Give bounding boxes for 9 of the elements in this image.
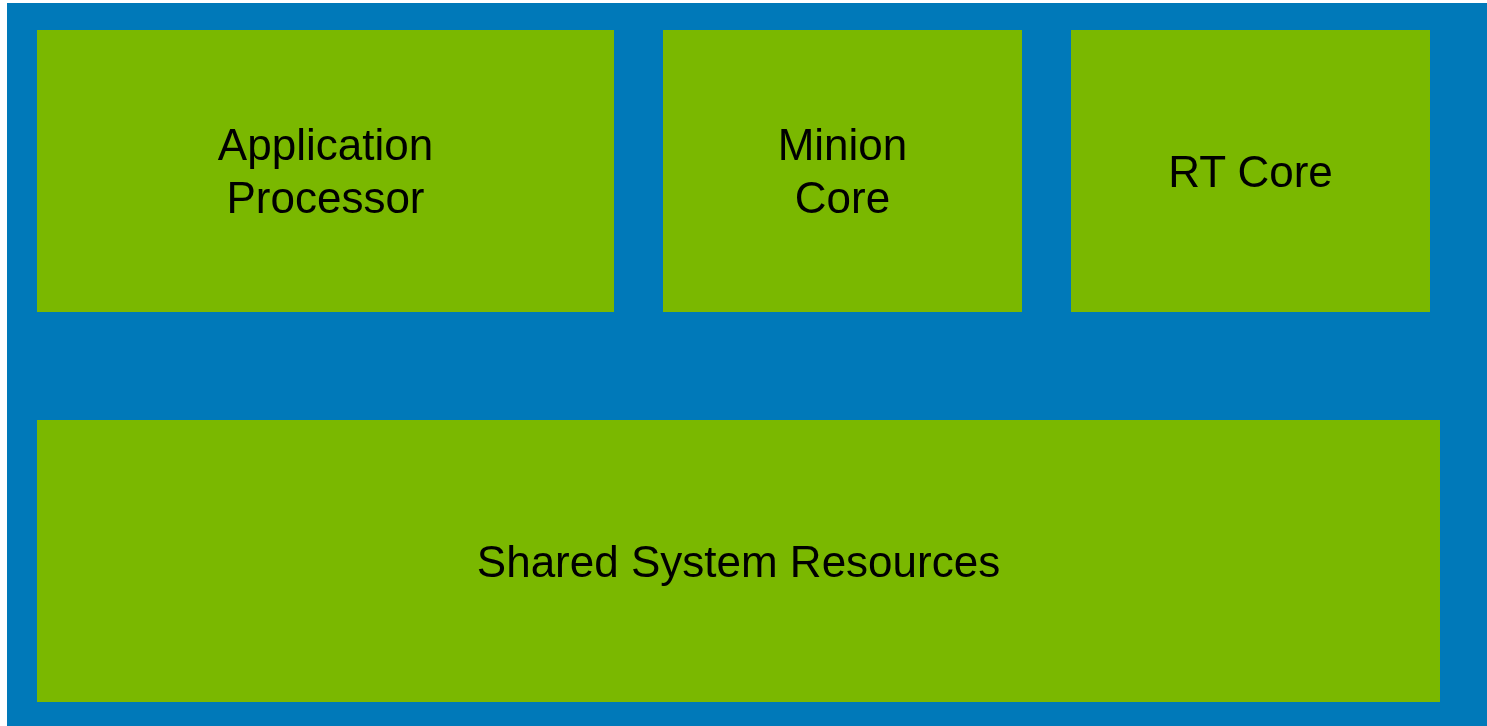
block-label: Minion Core — [776, 119, 909, 224]
block-box — [1071, 30, 1430, 312]
block-box — [663, 30, 1022, 312]
block-box — [37, 30, 614, 312]
block-box — [37, 420, 1440, 702]
system-frame — [7, 3, 1487, 726]
block-label: RT Core — [1168, 145, 1333, 198]
block-label: Application Processor — [216, 119, 435, 224]
block-label: Shared System Resources — [476, 535, 1001, 588]
